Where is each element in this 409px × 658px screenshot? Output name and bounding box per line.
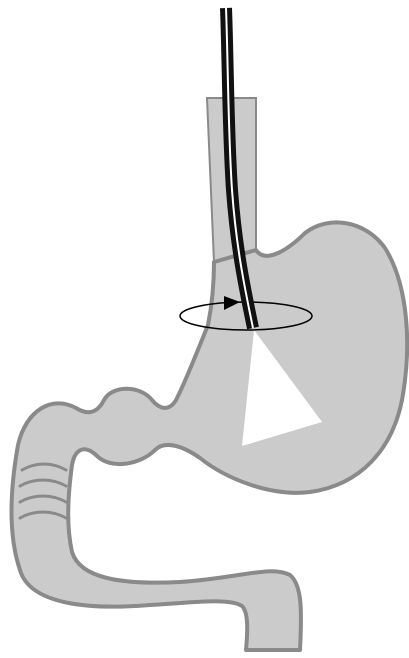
stomach [12,222,408,650]
